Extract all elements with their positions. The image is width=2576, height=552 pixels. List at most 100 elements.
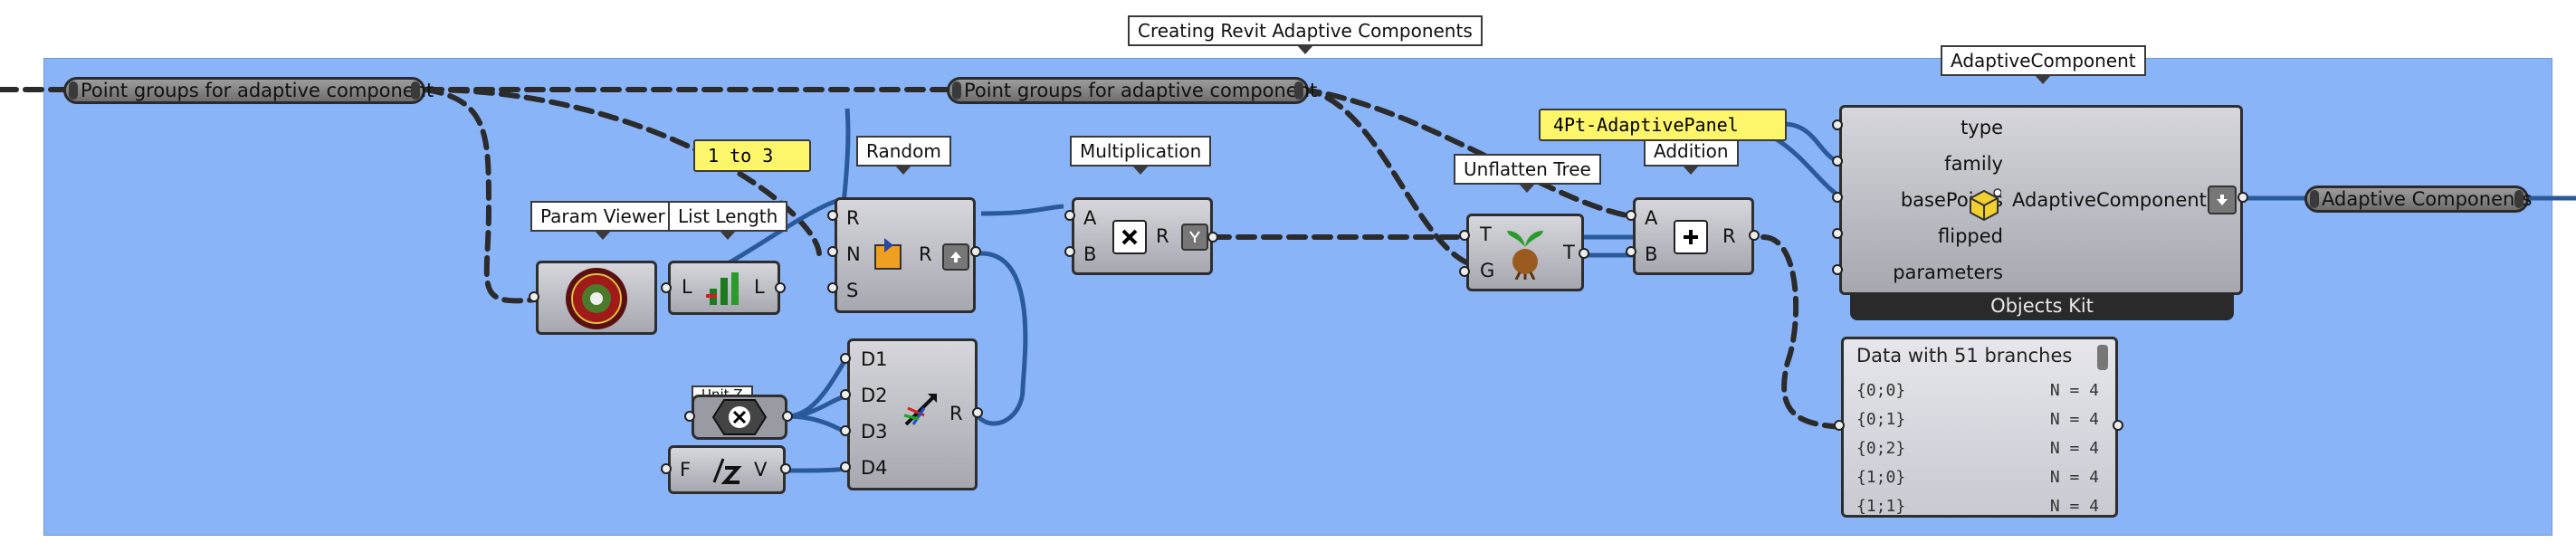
- wire: [785, 466, 847, 473]
- vector-input-port[interactable]: [840, 353, 851, 364]
- list-length-component[interactable]: L L: [668, 261, 780, 315]
- vector-icon: [899, 386, 944, 432]
- unflatten-tree-label: Unflatten Tree: [1454, 154, 1601, 193]
- wire: [423, 87, 546, 304]
- list-item: {0;1}N = 4: [1856, 410, 2099, 437]
- random-component[interactable]: R N S R: [835, 197, 976, 313]
- addition-output-label: R: [1722, 225, 1736, 247]
- unflatten-input-label: T: [1480, 224, 1492, 245]
- branch-count: N = 4: [2049, 497, 2099, 516]
- vector-input-port[interactable]: [840, 389, 851, 400]
- vector-input-label: D3: [861, 421, 888, 443]
- multiply-icon: [1112, 220, 1147, 254]
- adaptive-component[interactable]: type family basePoints flipped parameter…: [1839, 105, 2243, 295]
- param-viewer[interactable]: [536, 261, 657, 335]
- mult-output-port[interactable]: [1207, 232, 1218, 243]
- list-length-output-label: L: [754, 276, 765, 298]
- dial-icon: [560, 265, 633, 332]
- adaptive-input-label: family: [1944, 153, 2003, 175]
- branch-path: {0;0}: [1856, 381, 1906, 400]
- unflatten-component[interactable]: T G T: [1466, 214, 1584, 291]
- random-input-port-s[interactable]: [827, 282, 838, 293]
- multiplication-component[interactable]: A B R: [1072, 197, 1213, 275]
- adaptive-input-port-family[interactable]: [1832, 156, 1843, 167]
- vector-input-label: D2: [861, 385, 888, 406]
- unflatten-icon: [1502, 225, 1549, 281]
- adaptive-output-port[interactable]: [2237, 192, 2248, 203]
- relay-left-label: Point groups for adaptive component: [81, 80, 434, 101]
- domain-panel[interactable]: 1 to 3: [693, 139, 811, 172]
- addition-output-port[interactable]: [1749, 230, 1760, 241]
- slider-input-label: F: [680, 459, 692, 481]
- unit-z-icon: [711, 399, 768, 435]
- random-output-port[interactable]: [970, 246, 981, 257]
- random-label: Random: [856, 136, 951, 175]
- addition-input-port-a[interactable]: [1626, 210, 1636, 221]
- number-slider-component[interactable]: F V: [668, 445, 786, 494]
- random-input-port-n[interactable]: [827, 246, 838, 257]
- branch-path: {1;1}: [1856, 497, 1906, 516]
- slider-output-port[interactable]: [780, 463, 791, 474]
- unflatten-input-port-t[interactable]: [1459, 230, 1470, 241]
- relay-middle[interactable]: Point groups for adaptive component: [947, 77, 1317, 104]
- adaptive-input-label: parameters: [1893, 262, 2003, 283]
- branch-count: N = 4: [2049, 439, 2099, 458]
- list-length-icon: [701, 269, 747, 309]
- relay-left[interactable]: Point groups for adaptive component: [63, 77, 434, 104]
- relay-output[interactable]: Adaptive Components: [2304, 186, 2532, 213]
- adaptive-input-label: flipped: [1938, 225, 2003, 247]
- addition-input-label: A: [1645, 207, 1658, 229]
- vector-input-port[interactable]: [840, 425, 851, 436]
- slider-icon: [705, 453, 745, 490]
- slider-input-port[interactable]: [661, 463, 672, 474]
- branch-path: {0;2}: [1856, 439, 1906, 458]
- param-viewer-input-port[interactable]: [529, 291, 539, 302]
- addition-component[interactable]: A B R: [1633, 197, 1754, 275]
- vector-component[interactable]: D1 D2 D3 D4 R: [847, 338, 978, 490]
- adaptive-input-port-type[interactable]: [1832, 119, 1843, 130]
- relay-middle-label: Point groups for adaptive component: [964, 80, 1318, 101]
- data-panel[interactable]: Data with 51 branches {0;0}N = 4 {0;1}N …: [1841, 337, 2118, 518]
- list-item: {0;0}N = 4: [1856, 381, 2099, 408]
- random-input-label: N: [846, 243, 861, 265]
- group-title[interactable]: Creating Revit Adaptive Components: [1128, 15, 1483, 54]
- wire: [980, 204, 1064, 216]
- mult-input-label: A: [1083, 207, 1097, 229]
- mult-output-label: R: [1156, 225, 1169, 247]
- list-item: {1;1} N = 4: [1856, 497, 2099, 516]
- random-input-port-r[interactable]: [827, 210, 838, 221]
- wire: [787, 414, 848, 435]
- multiplication-label: Multiplication: [1070, 136, 1212, 175]
- shift-arrow-icon[interactable]: [942, 243, 969, 271]
- unflatten-output-label: T: [1563, 242, 1575, 263]
- data-panel-output-port[interactable]: [2113, 420, 2123, 431]
- list-item: {0;2} N = 4: [1856, 439, 2099, 466]
- list-length-input-port[interactable]: [661, 282, 672, 293]
- family-type-panel[interactable]: 4Pt-AdaptivePanel: [1539, 109, 1787, 141]
- adaptive-input-port-basepoints[interactable]: [1832, 192, 1843, 203]
- list-item: {1;0}N = 4: [1856, 468, 2099, 495]
- unit-z-input-port[interactable]: [684, 411, 695, 422]
- mult-input-port-a[interactable]: [1064, 210, 1075, 221]
- adaptive-input-port-flipped[interactable]: [1832, 228, 1843, 239]
- unit-z-output-port[interactable]: [782, 411, 793, 422]
- unflatten-input-port-g[interactable]: [1459, 266, 1470, 277]
- graft-icon[interactable]: [1181, 224, 1208, 251]
- vector-output-port[interactable]: [972, 407, 983, 418]
- bake-arrow-icon[interactable]: [2208, 186, 2237, 214]
- list-length-input-label: L: [682, 276, 692, 298]
- unflatten-output-port[interactable]: [1579, 248, 1589, 259]
- list-length-output-port[interactable]: [775, 282, 786, 293]
- vector-output-label: R: [949, 403, 963, 424]
- addition-input-label: B: [1645, 243, 1658, 265]
- adaptive-input-port-parameters[interactable]: [1832, 264, 1843, 275]
- data-panel-input-port[interactable]: [1834, 420, 1845, 431]
- addition-input-port-b[interactable]: [1626, 246, 1636, 257]
- mult-input-port-b[interactable]: [1064, 246, 1075, 257]
- vector-input-port[interactable]: [840, 462, 851, 472]
- unit-z-component[interactable]: [692, 395, 787, 440]
- param-viewer-label: Param Viewer: [530, 201, 675, 240]
- random-input-label: R: [846, 207, 860, 229]
- panel-scrollbar[interactable]: [2097, 345, 2108, 370]
